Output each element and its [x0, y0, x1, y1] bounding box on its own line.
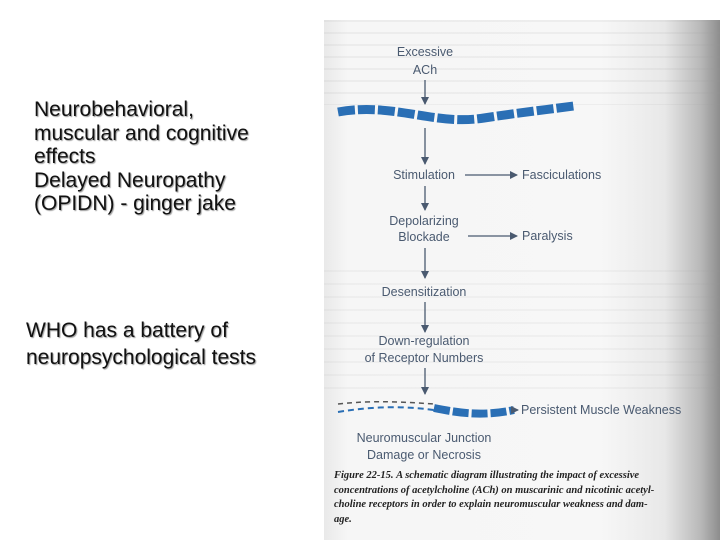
scanned-figure: Excessive ACh Stimulation Fasciculations… [324, 20, 720, 540]
step-desensitization: Desensitization [382, 285, 467, 299]
bleed-through-texture [324, 270, 720, 390]
effect-paralysis: Paralysis [522, 229, 573, 243]
text-line: muscular and cognitive [34, 121, 249, 145]
top-label-line2: ACh [413, 63, 437, 77]
caption-line: age. [334, 513, 352, 525]
effect-persistent-weakness: Persistent Muscle Weakness [521, 403, 681, 417]
top-label-line1: Excessive [397, 45, 453, 59]
step-stimulation: Stimulation [393, 168, 455, 182]
step-damage-necrosis: Damage or Necrosis [367, 448, 481, 462]
step-receptor-numbers: of Receptor Numbers [365, 351, 484, 365]
step-downregulation: Down-regulation [378, 334, 469, 348]
text-line: Neurobehavioral, [34, 98, 194, 121]
membrane-damaged-outline [337, 400, 435, 405]
step-blockade: Blockade [398, 230, 449, 244]
effect-fasciculations: Fasciculations [522, 168, 601, 182]
step-depolarizing: Depolarizing [389, 214, 459, 228]
text-line: WHO has a battery of [26, 319, 228, 342]
ach-schematic-diagram: Excessive ACh Stimulation Fasciculations… [337, 45, 681, 462]
caption-figure-number: Figure 22-15. [334, 470, 394, 481]
membrane-intact [337, 101, 575, 125]
figure-caption: Figure 22-15. A schematic diagram illust… [334, 469, 694, 527]
text-line: Delayed Neuropathy [34, 168, 226, 192]
text-line: (OPIDN) - ginger jake [34, 192, 236, 215]
caption-line: concentrations of acetylcholine (ACh) on… [334, 484, 655, 496]
membrane-damaged [337, 406, 435, 413]
step-nmj: Neuromuscular Junction [357, 431, 492, 445]
main-text-block: Neurobehavioral, muscular and cognitive … [34, 98, 314, 216]
who-note-block: WHO has a battery of neuropsychological … [26, 317, 316, 371]
caption-line: choline receptors in order to explain ne… [334, 499, 648, 510]
text-line: neuropsychological tests [26, 346, 256, 369]
bleed-through-texture [324, 20, 720, 105]
text-line: effects [34, 145, 96, 168]
caption-line: A schematic diagram illustrating the imp… [396, 470, 640, 481]
membrane-partial [433, 404, 515, 418]
